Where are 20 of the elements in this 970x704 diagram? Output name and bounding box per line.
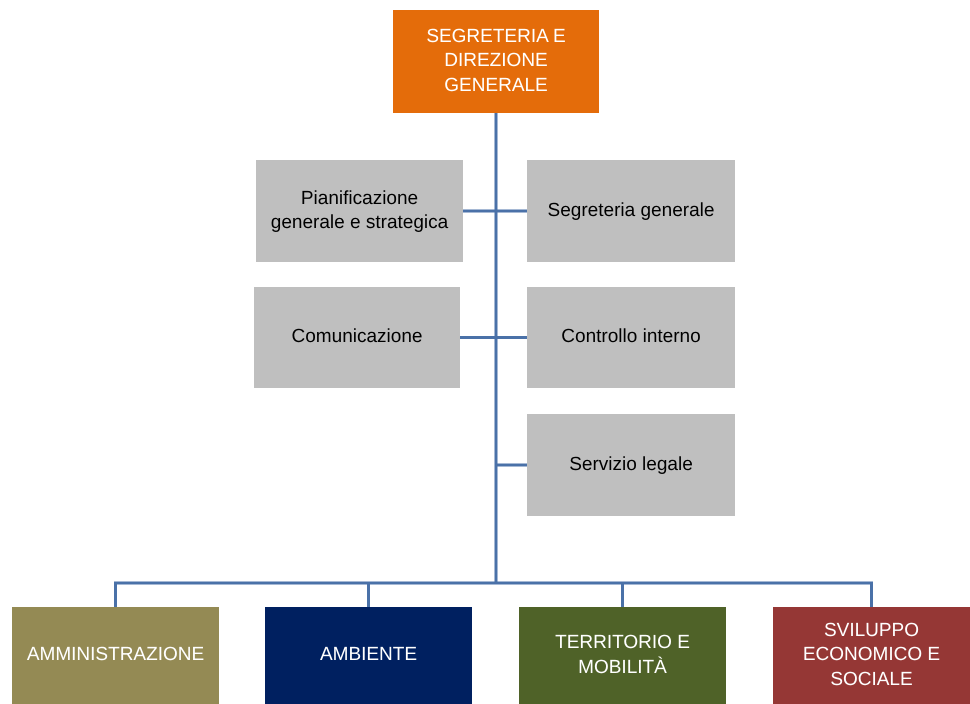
unit-name: Segreteria generale xyxy=(548,198,714,223)
staff-unit-box xyxy=(527,160,735,262)
unit-name: SVILUPPO ECONOMICO E SOCIALE xyxy=(802,619,942,692)
head-office-box xyxy=(393,10,599,113)
department-box xyxy=(265,607,472,704)
unit-name: AMBIENTE xyxy=(320,643,418,668)
department-box xyxy=(519,607,726,704)
staff-unit-box xyxy=(254,287,460,388)
unit-name: TERRITORIO E MOBILITÀ xyxy=(554,631,691,680)
staff-unit-box xyxy=(256,160,463,262)
unit-name: SEGRETERIA E DIREZIONE GENERALE xyxy=(425,25,567,98)
department-box xyxy=(12,607,219,704)
unit-name: AMMINISTRAZIONE xyxy=(26,643,204,668)
staff-unit-box xyxy=(527,287,735,388)
unit-name: Servizio legale xyxy=(569,452,693,477)
department-box xyxy=(773,607,970,704)
unit-name: Comunicazione xyxy=(292,325,422,350)
unit-name: Pianificazione generale e strategica xyxy=(270,186,450,235)
staff-unit-box xyxy=(527,414,735,516)
unit-name: Controllo interno xyxy=(561,325,701,350)
